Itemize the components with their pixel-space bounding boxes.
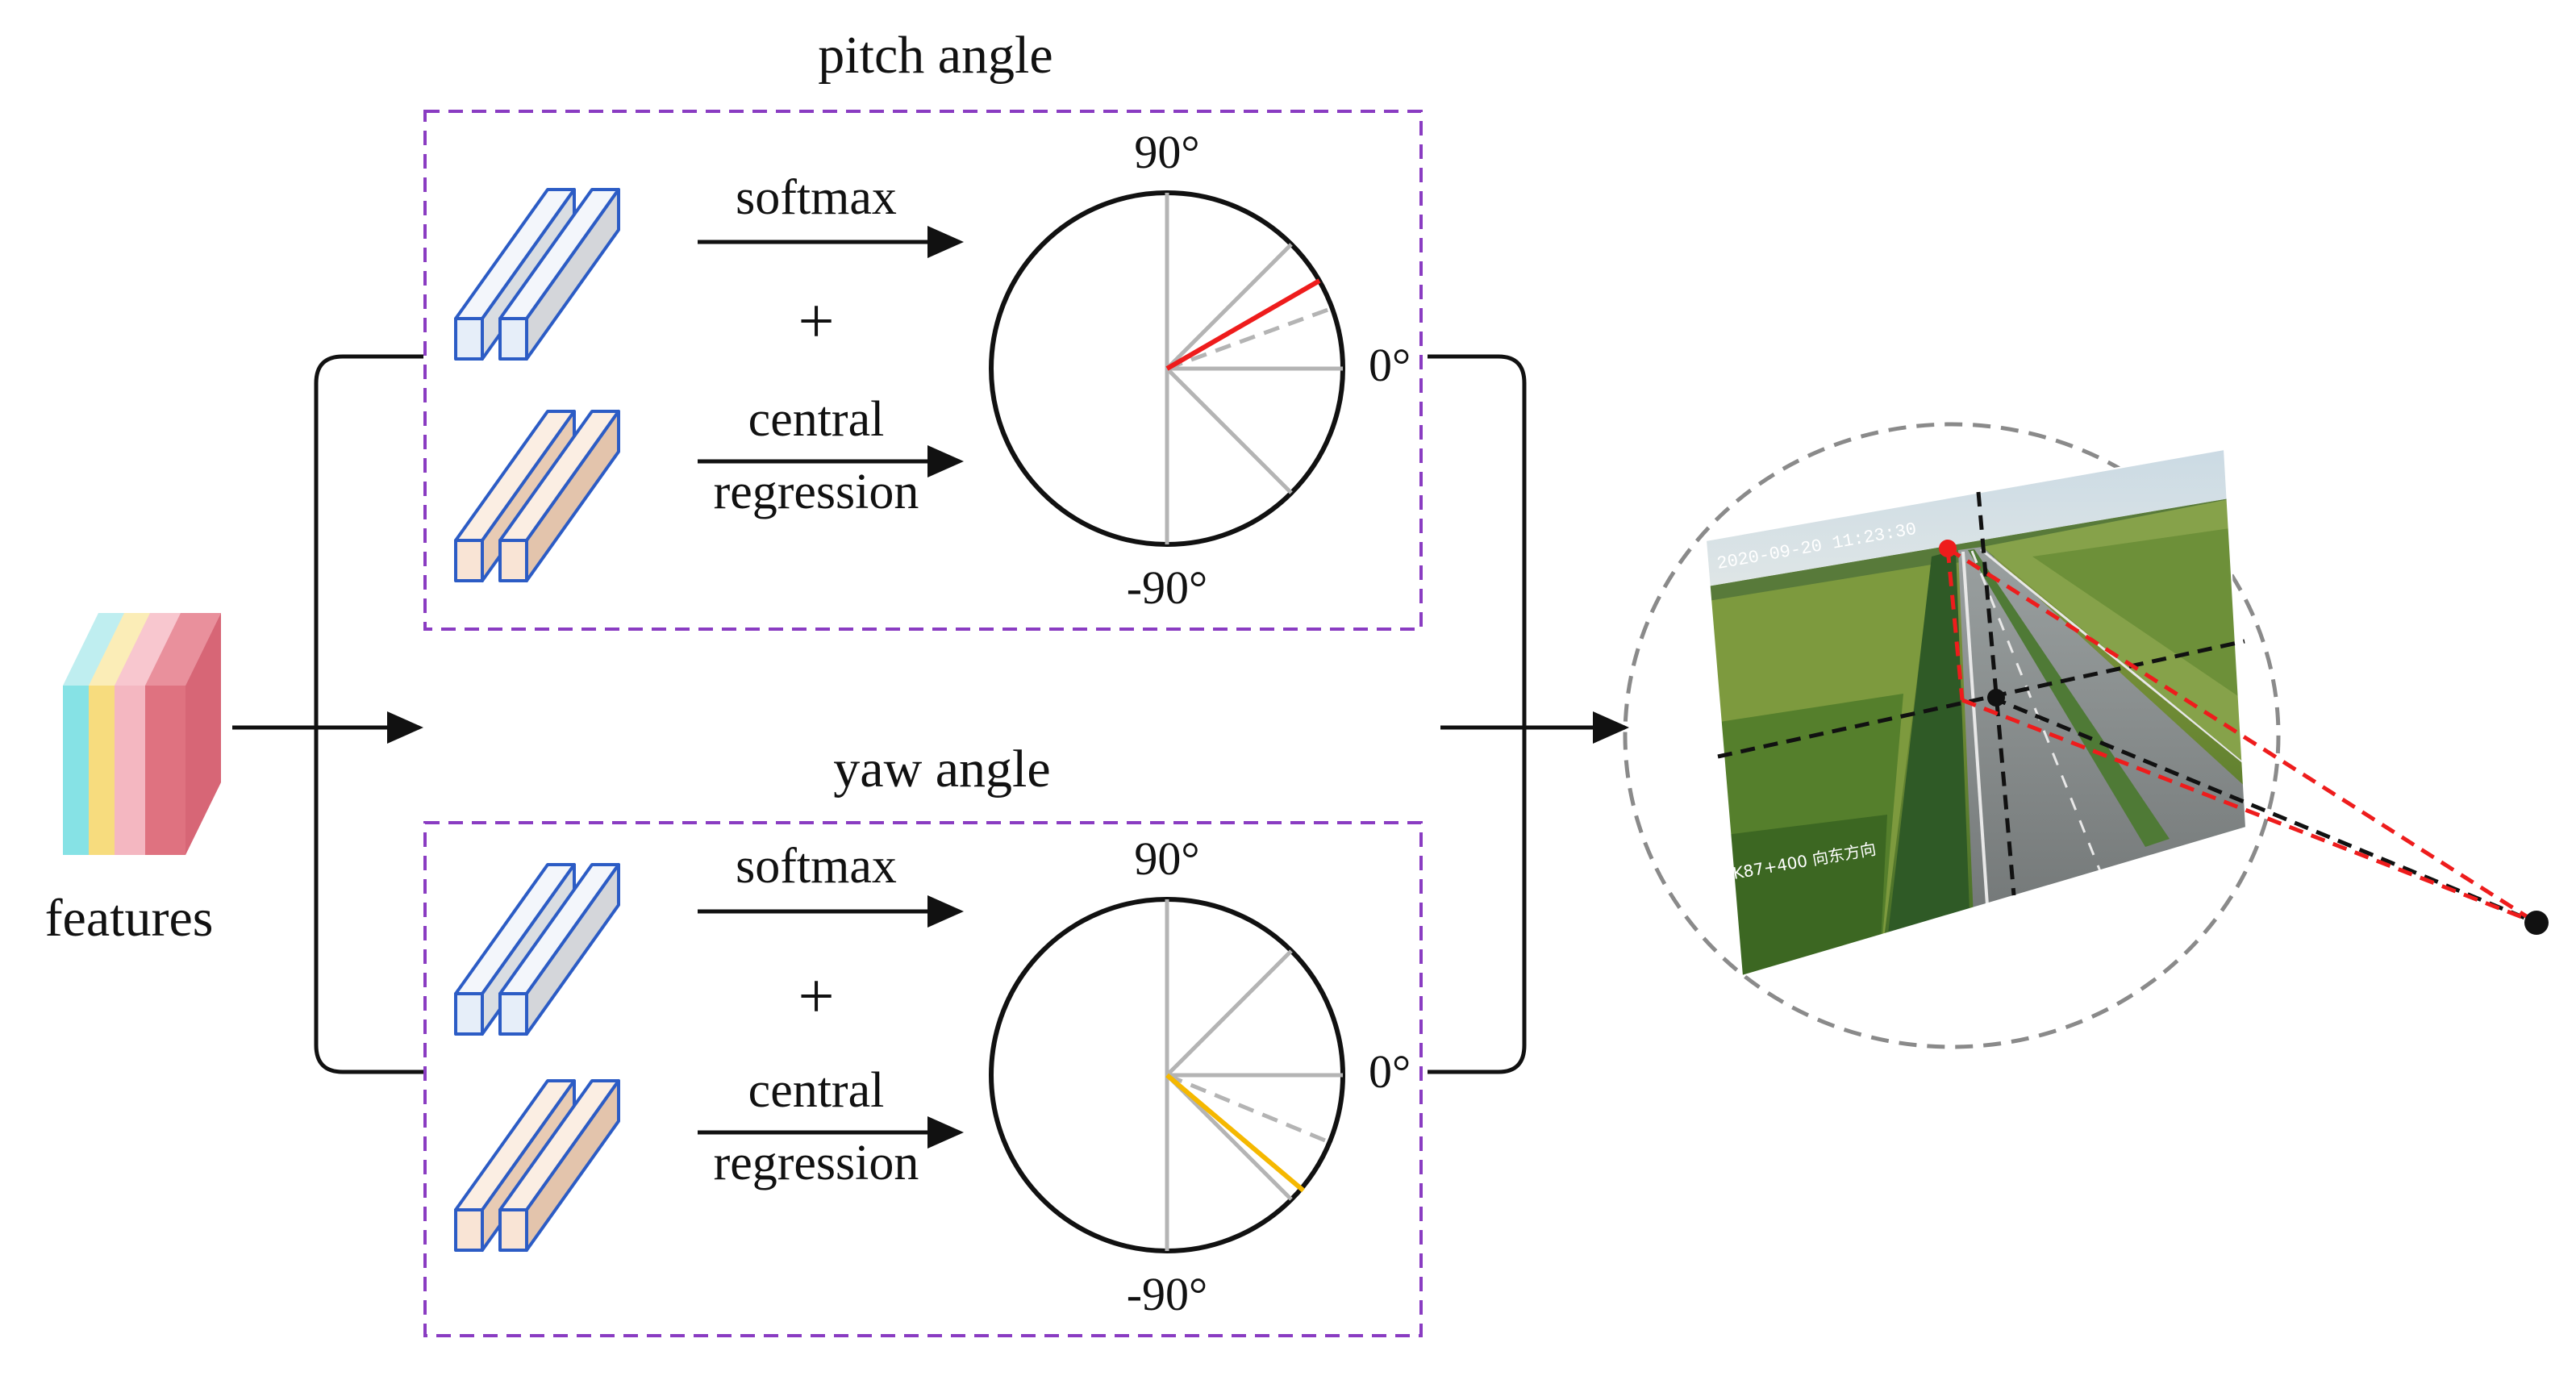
yaw-regression-block-icon	[454, 1079, 620, 1252]
pitch-softmax-label: softmax	[736, 170, 897, 225]
pitch-prediction-line	[1165, 278, 1321, 371]
yaw-angle-dial	[989, 897, 1345, 1253]
pitch-regression-label: regression	[714, 465, 919, 519]
split-bracket	[314, 354, 423, 1074]
yaw-panel	[423, 821, 1423, 1337]
yaw-tick-0: 0°	[1369, 1045, 1411, 1098]
yaw-regression-label: regression	[714, 1136, 919, 1190]
camera-view-circle	[1623, 422, 2281, 1049]
camera-point-red	[1939, 540, 1957, 557]
yaw-prediction-line	[1165, 1073, 1305, 1193]
pitch-panel	[423, 110, 1423, 631]
ground-point-black	[1987, 689, 2005, 707]
vanishing-point-black	[2524, 911, 2549, 935]
yaw-tick-neg90: -90°	[1127, 1268, 1208, 1320]
yaw-central-label: central	[748, 1063, 885, 1118]
pitch-title: pitch angle	[818, 26, 1052, 85]
pitch-tick-90: 90°	[1134, 126, 1199, 178]
features-stack-icon	[63, 613, 221, 855]
pitch-central-label: central	[748, 392, 885, 447]
yaw-title: yaw angle	[833, 740, 1050, 798]
pitch-tick-0: 0°	[1369, 339, 1411, 391]
pitch-plus-label: +	[798, 286, 834, 357]
yaw-plus-label: +	[798, 961, 834, 1032]
yaw-softmax-block-icon	[454, 863, 620, 1036]
features-label: features	[45, 889, 214, 948]
pitch-softmax-block-icon	[454, 188, 620, 361]
yaw-softmax-label: softmax	[736, 839, 897, 894]
projection-lines	[1717, 491, 2538, 925]
pitch-tick-neg90: -90°	[1127, 561, 1208, 614]
pitch-regression-block-icon	[454, 410, 620, 582]
pitch-angle-dial	[989, 190, 1345, 547]
yaw-tick-90: 90°	[1134, 832, 1199, 885]
road-photo: 2020-09-20 11:23:30 K87+400 向东方向	[1706, 449, 2246, 976]
merge-bracket	[1428, 354, 1527, 1074]
